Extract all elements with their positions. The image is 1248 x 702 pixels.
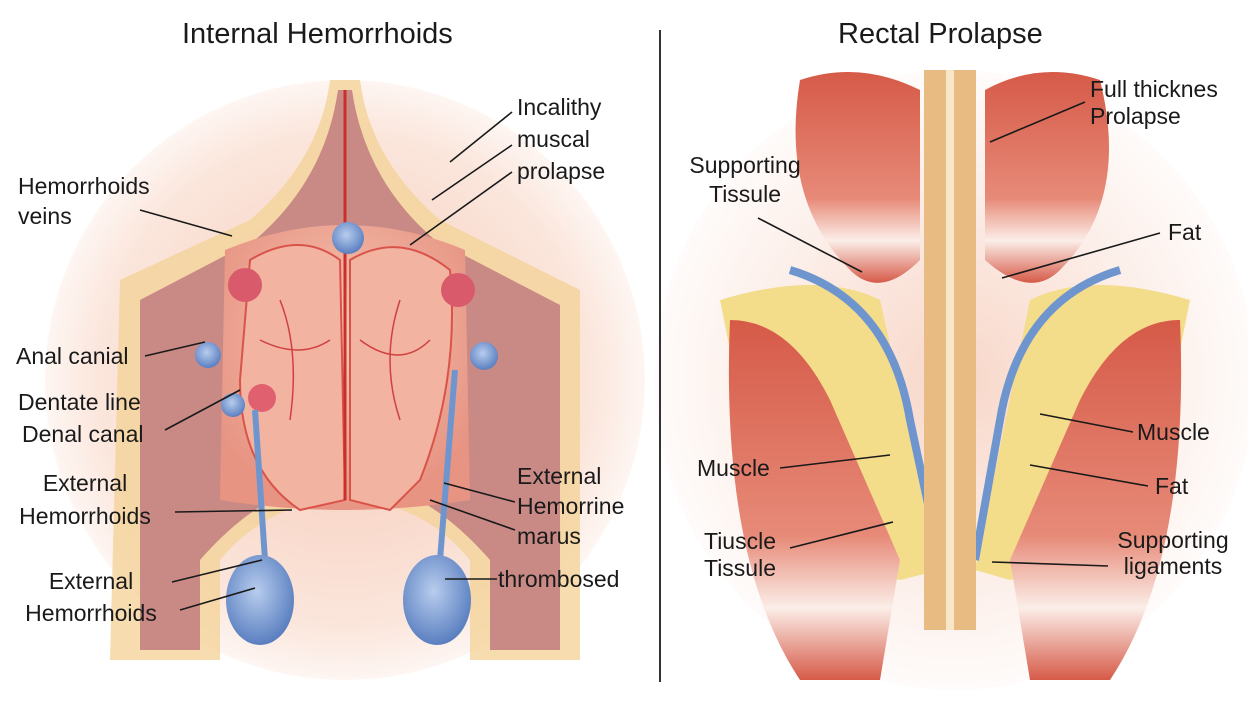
label-full-thickness-prolapse: Full thicknes Prolapse [1090,76,1218,130]
label-tiuscle-tissue: Tiuscle Tissule [690,528,790,582]
label-denal-canal: Denal canal [22,421,144,447]
label-line: ligaments [1123,553,1223,579]
label-line: Hemorrine [517,493,625,519]
label-fat-top: Fat [1168,219,1202,245]
label-line: External [48,568,134,594]
label-line: Prolapse [1090,103,1181,129]
label-hemorrhoids-veins: Hemorrhoids veins [18,171,150,231]
label-line: marus [517,523,581,549]
label-line: External [517,463,602,489]
label-external-hemorrhoids-upper: External Hemorrhoids [2,468,168,531]
label-line: Full thicknes [1090,76,1218,102]
label-line: Hemorrhoids [19,503,151,529]
label-external-hemorrine-marus: External Hemorrine marus [517,461,624,551]
label-dentate-line: Dentate line [18,389,141,415]
label-line: Supporting [1117,527,1229,553]
label-line: Hemorrhoids [18,173,150,199]
right-panel-title: Rectal Prolapse [838,18,1043,50]
label-line: Hemorrhoids [25,600,157,626]
label-line: muscal [517,126,590,152]
label-line: External [42,470,128,496]
left-panel-title: Internal Hemorrhoids [182,18,453,50]
label-muscle-left: Muscle [697,455,770,481]
label-muscle-right: Muscle [1137,419,1210,445]
hemorrhoids-illustration [45,80,645,680]
label-line: Tiuscle [704,528,776,554]
label-supporting-tissue: Supporting Tissule [672,151,818,209]
label-line: veins [18,203,72,229]
label-line: Supporting [689,152,801,178]
label-fat-right: Fat [1155,473,1189,499]
label-thrombosed: thrombosed [498,566,620,592]
label-line: Tissule [709,181,781,207]
label-line: Tissule [704,555,776,581]
label-supporting-ligaments: Supporting ligaments [1108,527,1238,579]
leader-lines [139,101,1161,611]
label-line: Incalithy [517,94,602,120]
rectal-prolapse-illustration [655,70,1248,690]
label-line: prolapse [517,158,606,184]
label-external-hemorrhoids-lower: External Hemorrhoids [8,566,174,628]
label-incalithy-muscal-prolapse: Incalithy muscal prolapse [517,92,605,186]
label-anal-canial: Anal canial [16,343,129,369]
